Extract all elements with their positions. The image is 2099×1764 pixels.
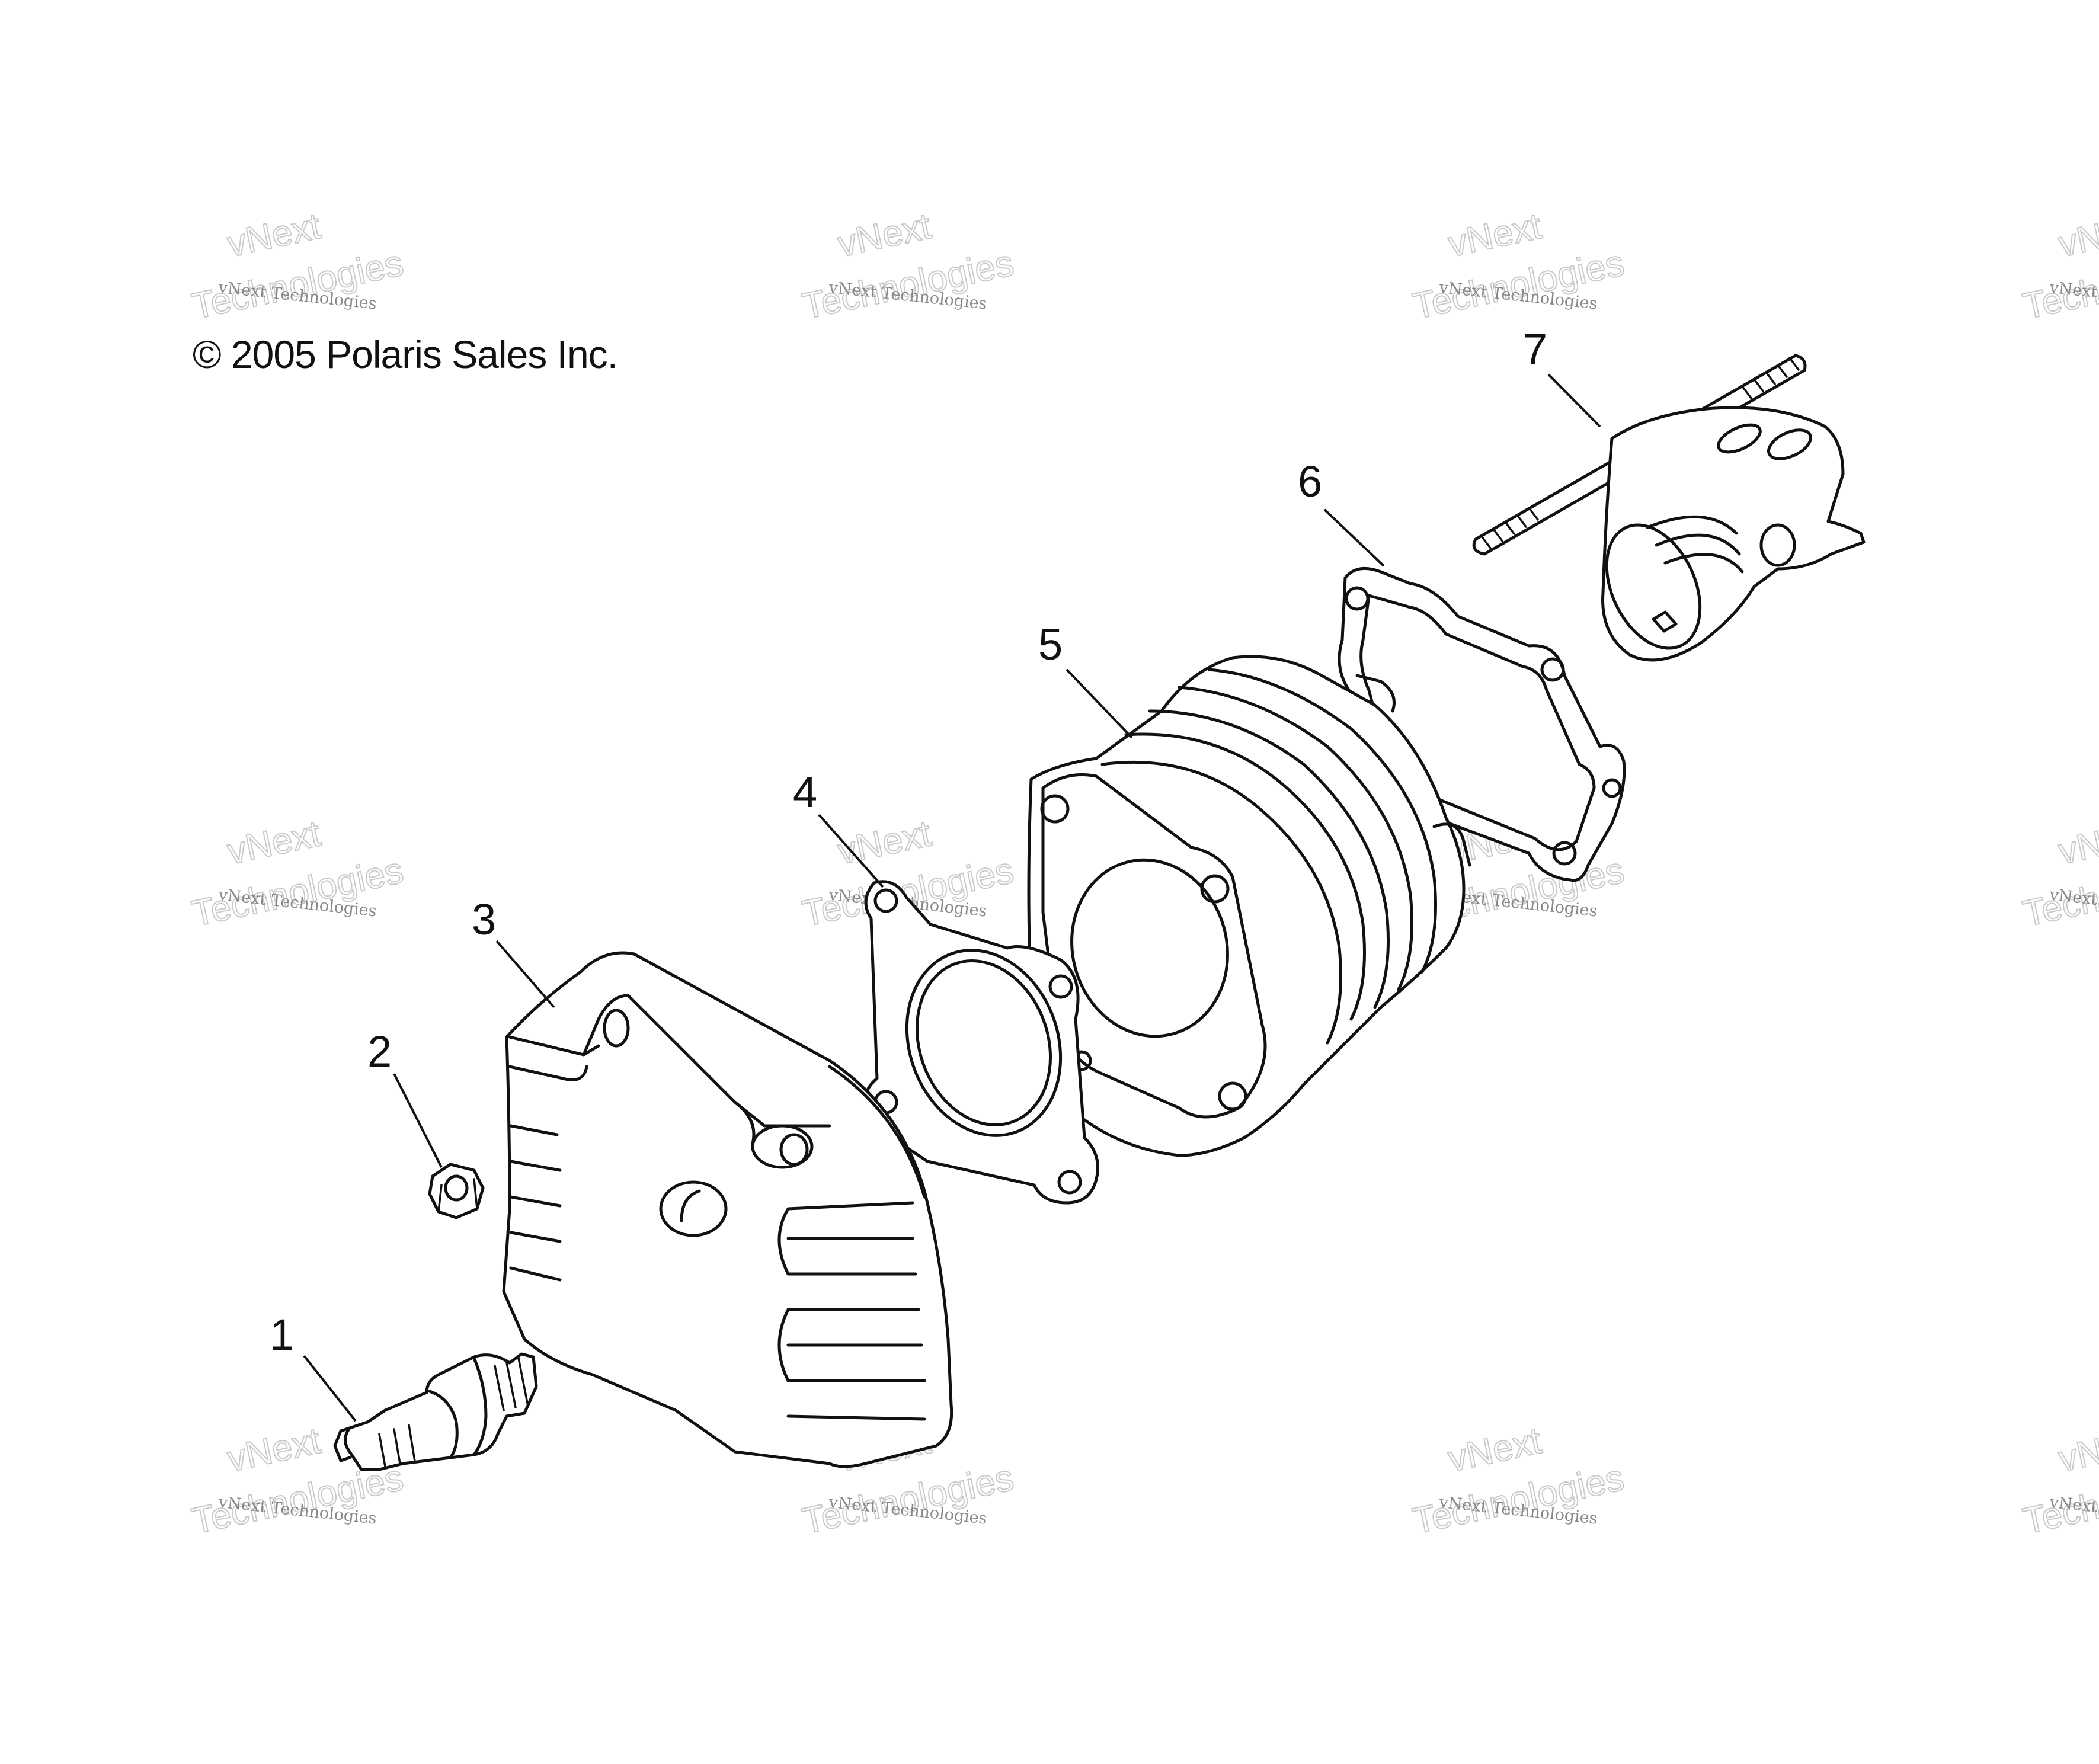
cylinder-head-part xyxy=(502,951,953,1468)
watermark-big-line1: vNext xyxy=(834,206,935,265)
watermark-big-line1: vNext xyxy=(2055,206,2099,265)
watermark-big-line1: vNext xyxy=(224,206,324,265)
watermark-big-line1: vNext xyxy=(2055,1420,2099,1480)
watermark-big-line1: vNext xyxy=(1445,1420,1545,1480)
cylinder-part xyxy=(1027,655,1471,1157)
watermark-big-line1: vNext xyxy=(224,1420,324,1480)
callout-5: 5 xyxy=(1038,620,1063,669)
callout-4: 4 xyxy=(793,767,817,817)
callout-2: 2 xyxy=(367,1027,392,1076)
nut-part xyxy=(428,1163,485,1219)
watermark-big-line1: vNext xyxy=(834,813,935,872)
callout-7: 7 xyxy=(1523,325,1547,374)
watermark-big-line1: vNext xyxy=(224,813,324,872)
piston-part xyxy=(1601,406,1866,662)
watermark-big-line1: vNext xyxy=(1445,206,1545,265)
callout-6: 6 xyxy=(1298,457,1322,506)
callout-1: 1 xyxy=(270,1310,294,1359)
watermark-big-line1: vNext xyxy=(2055,813,2099,872)
copyright-notice: © 2005 Polaris Sales Inc. xyxy=(193,332,618,376)
callout-labels: 1 2 3 4 5 6 7 xyxy=(270,325,1547,1359)
callout-3: 3 xyxy=(472,895,496,944)
spark-plug-part xyxy=(333,1352,538,1471)
leader-lines xyxy=(303,373,1601,1422)
